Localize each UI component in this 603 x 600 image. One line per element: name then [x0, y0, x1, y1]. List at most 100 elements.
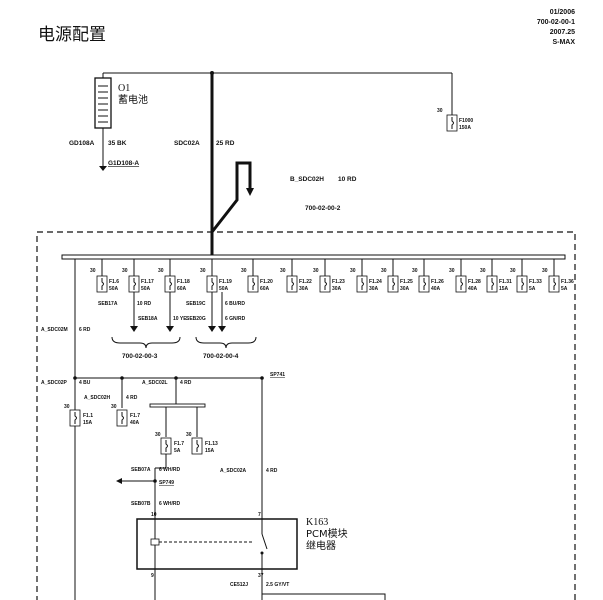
ref-700-02-00-4: 700-02-00-4	[203, 353, 239, 360]
bus-fuse-id: F1.31	[499, 279, 512, 285]
ground-point: G1D108-A	[108, 160, 139, 167]
relay-pin-10: 10	[151, 512, 157, 518]
bus-fuse-id: F1.23	[332, 279, 345, 285]
battery-id: O1	[118, 83, 130, 94]
bus-fuse-amp: 30	[412, 268, 418, 274]
relay-pin-37: 37	[258, 573, 264, 579]
wire-a-sdc02l-spec: 4 RD	[180, 380, 192, 386]
fuse-f1-1-rating: 15A	[83, 420, 93, 426]
bus-fuse-id: F1.20	[260, 279, 273, 285]
relay-name-2: 继电器	[306, 539, 336, 552]
bus-fuse-rating: 30A	[400, 286, 410, 292]
meta-version: 2007.25	[550, 29, 575, 36]
busbar	[61, 254, 566, 260]
busbar-fuse-group: 30F1.650A30F1.1750A30F1.1860A30F1.1950A3…	[90, 259, 574, 293]
fuse-box-outline	[36, 231, 576, 600]
splice-sp741: SP741	[270, 372, 285, 378]
wire-seb20g-spec: 6 GN/RD	[225, 316, 246, 322]
main-wire-id: SDC02A	[174, 140, 200, 147]
bus-fuse-rating: 40A	[468, 286, 478, 292]
bus-fuse-amp: 30	[241, 268, 247, 274]
wire-a-sdc02m-id: A_SDC02M	[41, 327, 68, 333]
bus-fuse-rating: 30A	[299, 286, 309, 292]
bus-fuse-id: F1.18	[177, 279, 190, 285]
wire-seb18a-id: SEB18A	[138, 316, 158, 322]
fuse-f1000-rating: 150A	[459, 125, 471, 131]
fuse-f1-1-amp: 30	[64, 404, 70, 410]
battery-symbol	[94, 77, 112, 129]
fuse-f1-7-rating: 5A	[174, 448, 181, 454]
bus-fuse-id: F1.28	[468, 279, 481, 285]
bus-fuse-rating: 5A	[561, 286, 568, 292]
meta-page: 700-02-00-1	[537, 19, 575, 26]
bus-fuse-rating: 40A	[431, 286, 441, 292]
bus-fuse-icon	[387, 275, 399, 293]
bus-fuse-amp: 30	[122, 268, 128, 274]
relay-name: PCM模块	[306, 528, 348, 540]
bus-fuse-amp: 30	[480, 268, 486, 274]
bus-fuse-amp: 30	[90, 268, 96, 274]
bus-fuse-icon	[455, 275, 467, 293]
bus-fuse-rating: 15A	[499, 286, 509, 292]
wire-a-sdc02a-id: A_SDC02A	[220, 468, 247, 474]
relay-coil-icon	[150, 538, 160, 546]
wire-seb20g-id: SEB20G	[186, 316, 206, 322]
bus-fuse-amp: 30	[510, 268, 516, 274]
wire-seb19c-id: SEB19C	[186, 301, 206, 307]
bus-fuse-id: F1.36	[561, 279, 574, 285]
bus-fuse-icon	[418, 275, 430, 293]
bus-fuse-rating: 30A	[332, 286, 342, 292]
wire-seb18a-spec: 10 YE	[173, 316, 187, 322]
wire-a-sdc02p-id: A_SDC02P	[41, 380, 68, 386]
bus-fuse-icon	[247, 275, 259, 293]
fuse-f1-15-amp: 30	[111, 404, 117, 410]
ground-icon	[99, 166, 107, 171]
fuse-f1-15-icon	[116, 409, 128, 427]
battery-name: 蓄电池	[118, 93, 148, 106]
wire-seb19c-spec: 6 BU/RD	[225, 301, 245, 307]
bus-fuse-id: F1.26	[431, 279, 444, 285]
wire-seb17a-id: SEB17A	[98, 301, 118, 307]
wire-ce512j-id: CE512J	[230, 582, 248, 588]
branch-b-spec: 10 RD	[338, 176, 357, 183]
fuse-f1-1-id: F1.1	[83, 413, 93, 419]
wire-seb07b-spec: 6 WH/RD	[159, 501, 181, 507]
bus-fuse-amp: 30	[313, 268, 319, 274]
bus-fuse-id: F1.17	[141, 279, 154, 285]
bus-fuse-rating: 50A	[141, 286, 151, 292]
bus-fuse-amp: 30	[200, 268, 206, 274]
bus-fuse-id: F1.6	[109, 279, 119, 285]
bus-fuse-icon	[548, 275, 560, 293]
branch-b-ref: 700-02-00-2	[305, 205, 341, 212]
fuse-f1-13-rating: 15A	[205, 448, 215, 454]
fuse-f1-7-id: F1.7	[174, 441, 184, 447]
bus-fuse-amp: 30	[158, 268, 164, 274]
arrow-down-icon	[246, 188, 254, 196]
bus-fuse-amp: 30	[350, 268, 356, 274]
branch-b-wire: B_SDC02H	[290, 176, 324, 183]
wire-a-sdc02m-spec: 6 RD	[79, 327, 91, 333]
page-title: 电源配置	[38, 25, 106, 45]
wire-a-sdc02h-spec: 4 RD	[126, 395, 138, 401]
wire-seb07b-id: SEB07B	[131, 501, 151, 507]
bus-fuse-id: F1.19	[219, 279, 232, 285]
bus-fuse-amp: 30	[280, 268, 286, 274]
bus-fuse-amp: 30	[449, 268, 455, 274]
bus-fuse-rating: 60A	[260, 286, 270, 292]
wire-ce512j-spec: 2.5 GY/VT	[266, 582, 289, 588]
meta-model: S-MAX	[552, 39, 575, 46]
fuse-f1-13-icon	[191, 437, 203, 455]
fuse-f1000-icon	[446, 114, 458, 132]
bus-fuse-icon	[286, 275, 298, 293]
fuse-f1-15-id: F1.7	[130, 413, 140, 419]
bus-fuse-icon	[516, 275, 528, 293]
relay-pin-7: 7	[258, 512, 261, 518]
relay-pin-9: 9	[151, 573, 154, 579]
wire-a-sdc02l-id: A_SDC02L	[142, 380, 168, 386]
bus-fuse-rating: 50A	[219, 286, 229, 292]
splice-sp749: SP749	[159, 480, 174, 486]
bus-fuse-icon	[356, 275, 368, 293]
wire-a-sdc02p-spec: 4 BU	[79, 380, 91, 386]
wire-seb17a-spec: 10 RD	[137, 301, 152, 307]
